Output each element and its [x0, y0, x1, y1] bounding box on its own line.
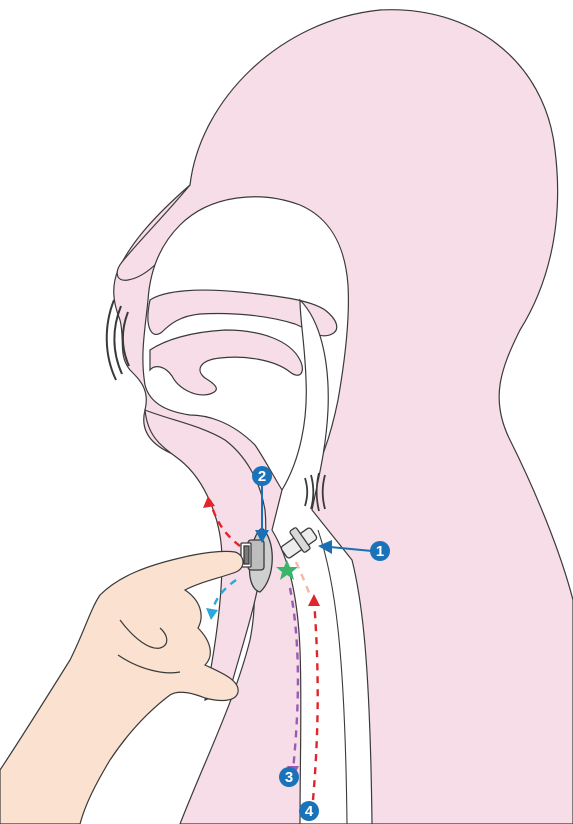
svg-text:1: 1 — [376, 543, 384, 560]
svg-text:2: 2 — [258, 468, 266, 485]
svg-text:3: 3 — [285, 769, 293, 786]
callout-2: 2 — [252, 466, 272, 486]
callout-1: 1 — [370, 541, 390, 561]
callout-3: 3 — [279, 767, 299, 787]
svg-text:4: 4 — [305, 803, 314, 820]
callout-4: 4 — [299, 801, 319, 821]
